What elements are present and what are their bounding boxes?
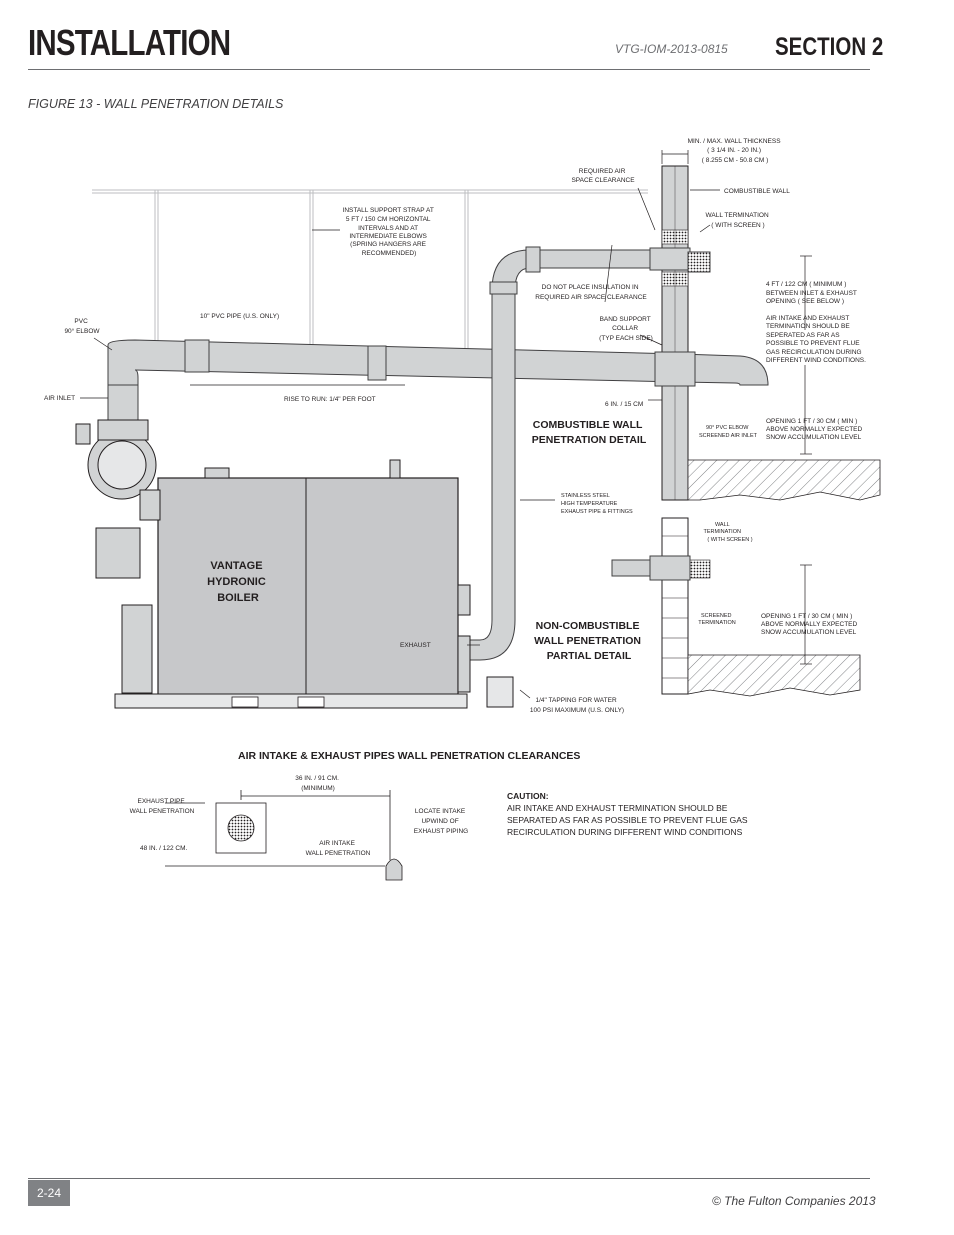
support-strap-label: INSTALL SUPPORT STRAP AT 5 FT / 150 CM H… <box>343 207 436 257</box>
ceiling-structure <box>92 189 648 355</box>
leader-lines <box>80 150 812 699</box>
clearances-title: AIR INTAKE & EXHAUST PIPES WALL PENETRAT… <box>238 750 580 762</box>
wall-thickness-label: MIN. / MAX. WALL THICKNESS ( 3 1/4 IN. -… <box>688 138 783 164</box>
air-inlet-label: AIR INLET <box>44 395 75 402</box>
wall-termination-top-label: WALL TERMINATION ( WITH SCREEN ) <box>705 212 770 229</box>
wall-termination-bottom-label: WALL TERMINATION ( WITH SCREEN ) <box>703 522 752 543</box>
dist-48-label: 48 IN. / 122 CM. <box>140 845 188 852</box>
footer-rule <box>28 1178 870 1179</box>
opening-bottom-label: OPENING 1 FT / 30 CM ( MIN ) ABOVE NORMA… <box>761 613 859 636</box>
diagram-labels: MIN. / MAX. WALL THICKNESS ( 3 1/4 IN. -… <box>44 138 866 857</box>
caution-text: AIR INTAKE AND EXHAUST TERMINATION SHOUL… <box>507 803 750 837</box>
stainless-exhaust-pipe <box>465 246 711 661</box>
screened-termination-label: SCREENED TERMINATION <box>698 613 736 626</box>
pvc-intake-pipe <box>107 339 769 426</box>
section-title: SECTION 2 <box>775 33 884 61</box>
pvc-screened-label: 90° PVC ELBOW SCREENED AIR INLET <box>699 425 758 439</box>
pvc-pipe-label: 10" PVC PIPE (U.S. ONLY) <box>200 313 279 320</box>
noncombustible-detail-title: NON-COMBUSTIBLE WALL PENETRATION PARTIAL… <box>534 620 644 662</box>
noncombustible-exhaust-pipe <box>611 555 691 581</box>
dist-36-label: 36 IN. / 91 CM. (MINIMUM) <box>295 775 341 792</box>
clearance-diagram <box>165 790 403 881</box>
page-number: 2-24 <box>28 1180 70 1206</box>
non-combustible-wall <box>661 517 861 697</box>
blower-assembly <box>75 419 161 579</box>
opening-top-label: OPENING 1 FT / 30 CM ( MIN ) ABOVE NORMA… <box>766 418 864 441</box>
copyright: © The Fulton Companies 2013 <box>712 1194 876 1208</box>
air-intake-penetration-label: AIR INTAKE WALL PENETRATION <box>306 840 371 857</box>
figure-caption: FIGURE 13 - WALL PENETRATION DETAILS <box>28 97 284 111</box>
six-in-label: 6 IN. / 15 CM <box>605 401 643 408</box>
band-collar-label: BAND SUPPORT COLLAR (TYP EACH SIDE) <box>599 316 653 342</box>
combustible-wall-label: COMBUSTIBLE WALL <box>724 188 790 195</box>
tapping-label: 1/4" TAPPING FOR WATER 100 PSI MAXIMUM (… <box>530 697 624 714</box>
separated-label: AIR INTAKE AND EXHAUST TERMINATION SHOUL… <box>766 315 866 364</box>
caution-title: CAUTION: <box>507 791 549 801</box>
boiler-body <box>114 459 514 709</box>
stainless-label: STAINLESS STEEL HIGH TEMPERATURE EXHAUST… <box>561 493 633 515</box>
rise-run-label: RISE TO RUN: 1/4" PER FOOT <box>284 396 376 403</box>
pvc-elbow-label: PVC 90° ELBOW <box>64 318 100 335</box>
page-title: INSTALLATION <box>28 22 231 63</box>
exhaust-label: EXHAUST <box>400 642 431 649</box>
locate-intake-label: LOCATE INTAKE UPWIND OF EXHAUST PIPING <box>414 808 468 835</box>
combustible-detail-title: COMBUSTIBLE WALL PENETRATION DETAIL <box>532 419 647 446</box>
boiler-label: VANTAGE HYDRONIC BOILER <box>207 560 269 604</box>
insulation-label: DO NOT PLACE INSULATION IN REQUIRED AIR … <box>535 284 647 301</box>
document-code: VTG-IOM-2013-0815 <box>615 42 728 56</box>
four-ft-label: 4 FT / 122 CM ( MINIMUM ) BETWEEN INLET … <box>766 281 859 305</box>
header-rule <box>28 69 870 70</box>
required-air-label: REQUIRED AIR SPACE CLEARANCE <box>571 168 635 184</box>
combustible-wall <box>661 165 881 501</box>
exhaust-penetration-label: EXHAUST PIPE WALL PENETRATION <box>130 798 195 815</box>
